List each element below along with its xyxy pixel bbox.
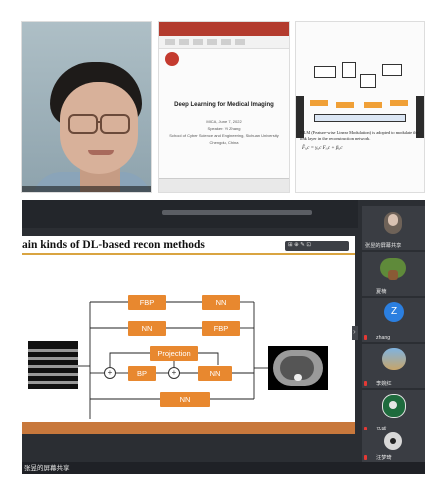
nn-box-third: NN: [198, 366, 232, 381]
sum-node-left: +: [104, 367, 116, 379]
slide-footer-gap: [22, 419, 355, 422]
title-slide-date: MICA, June 7, 2022: [206, 119, 242, 124]
mic-muted-icon: [364, 427, 367, 432]
fbp-box-second: FBP: [202, 321, 240, 336]
net-block: [314, 66, 336, 78]
ppt-slide-strip: [159, 178, 289, 192]
participant-tile-li-wanhong[interactable]: 李婉红: [362, 344, 425, 388]
participant-tile-xia-nan[interactable]: 夏楠: [362, 252, 425, 296]
diagram-connectors: [78, 301, 268, 434]
fbp-box-top: FBP: [128, 295, 166, 310]
meeting-window: ain kinds of DL-based recon methods ⊞ ⊕ …: [22, 200, 425, 474]
network-slide-thumbnail[interactable]: FiLM (Feature-wise Linear Modulation) is…: [296, 22, 424, 192]
nn-box-top: NN: [202, 295, 240, 310]
net-block: [382, 64, 402, 76]
net-block: [360, 74, 376, 88]
meeting-bottom-bar: [22, 462, 425, 474]
slide-right-image: [416, 96, 424, 138]
university-seal-icon: [165, 52, 179, 66]
bird-head: [390, 438, 396, 444]
title-slide-speaker: Speaker: Yi Zhang: [207, 126, 241, 131]
participant-tile-screen-share[interactable]: 张昱的屏幕共享: [362, 206, 425, 250]
participant-name: zhang: [376, 335, 391, 341]
letter-avatar: Z: [384, 302, 404, 322]
participant-name: 李婉红: [376, 381, 392, 387]
slide-left-image: [296, 96, 304, 138]
slide-title-rule: [22, 253, 355, 255]
title-slide-affiliation: School of Cyber Science and Engineering,…: [169, 133, 279, 138]
net-orange-layer: [310, 100, 328, 106]
sum-node-right: +: [168, 367, 180, 379]
net-orange-layer: [364, 102, 382, 108]
slide-control-bar[interactable]: [285, 241, 349, 251]
net-bottom-path: [314, 114, 406, 122]
starbucks-logo-center: [389, 401, 397, 409]
participant-name: 汪梦琦: [376, 455, 392, 461]
glasses-left-lens: [68, 114, 98, 134]
participant-tile-ma-wei[interactable]: 马威: [362, 390, 425, 434]
video-bottom-shade: [22, 186, 151, 192]
title-slide-location: Chengdu, China: [209, 140, 239, 145]
speaker-mouth: [88, 150, 114, 155]
participant-tile-zhang[interactable]: Z zhang: [362, 298, 425, 342]
glasses-right-lens: [100, 114, 130, 134]
avatar-face: [388, 214, 398, 226]
chevron-right-icon[interactable]: ›: [353, 327, 356, 336]
nn-box-bottom: NN: [160, 392, 210, 407]
slide3-caption: FiLM (Feature-wise Linear Modulation) is…: [300, 130, 419, 141]
meeting-title-placeholder: [162, 210, 312, 215]
ppt-title-bar: [159, 22, 289, 36]
participant-name: 夏楠: [376, 289, 387, 295]
slide-footer-bar: [22, 422, 355, 434]
bp-box: BP: [128, 366, 156, 381]
glasses-bridge: [96, 121, 102, 123]
projection-box: Projection: [150, 346, 198, 361]
mic-muted-icon: [364, 381, 367, 386]
screen-share-label: 张昱的屏幕共享: [24, 465, 70, 472]
sinogram-image: [28, 341, 78, 389]
speaker-video-thumbnail[interactable]: [22, 22, 151, 192]
collapse-panel-button[interactable]: [352, 326, 360, 340]
ct-reconstruction-image: [268, 346, 328, 390]
plant-avatar-icon: [380, 258, 406, 278]
shared-slide: ain kinds of DL-based recon methods ⊞ ⊕ …: [22, 236, 355, 434]
slide3-equation: F̂ᵢ,c = γᵢ,c Fᵢ,c + βᵢ,c: [302, 146, 343, 151]
net-orange-layer: [390, 100, 408, 106]
title-slide-thumbnail[interactable]: Deep Learning for Medical Imaging MICA, …: [159, 22, 289, 192]
net-orange-layer: [336, 102, 354, 108]
plant-pot: [388, 270, 398, 280]
participant-tile-wang-mengqi[interactable]: 汪梦琦: [362, 430, 425, 462]
nn-box-second: NN: [128, 321, 166, 336]
title-slide-heading: Deep Learning for Medical Imaging: [174, 102, 274, 108]
slide-control-icons[interactable]: ⊞ ⊕ ✎ ⊡: [288, 242, 312, 248]
participant-name: 张昱的屏幕共享: [365, 243, 402, 249]
landscape-avatar-icon: [382, 348, 406, 370]
mic-muted-icon: [364, 335, 367, 340]
ppt-ribbon: [159, 36, 289, 49]
mic-muted-icon: [364, 455, 367, 460]
slide-title: ain kinds of DL-based recon methods: [22, 239, 205, 251]
net-block: [342, 62, 356, 78]
